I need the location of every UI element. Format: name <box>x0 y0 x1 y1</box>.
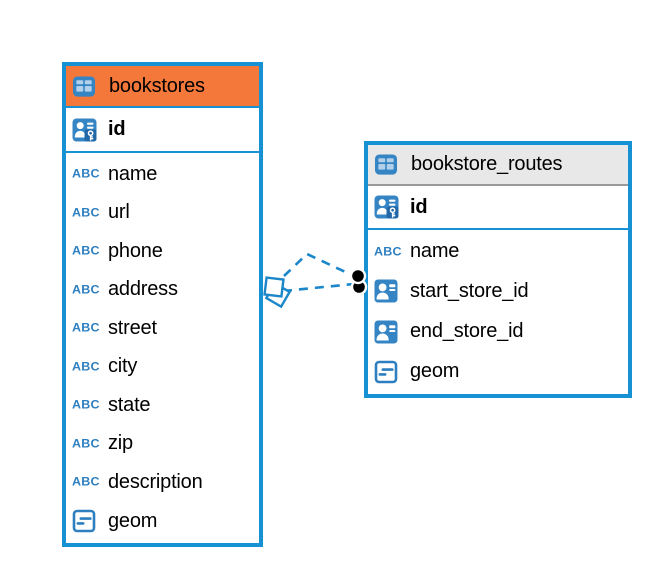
table-icon <box>72 75 100 98</box>
abc-icon: ABC <box>72 167 100 181</box>
column-row[interactable]: start_store_id <box>368 271 628 311</box>
abc-icon: ABC <box>72 206 100 220</box>
primary-key-row[interactable]: id <box>368 186 628 230</box>
column-row[interactable]: ABC url <box>66 194 259 233</box>
column-name: address <box>108 278 178 301</box>
primary-key-row[interactable]: id <box>66 108 259 153</box>
table-name: bookstores <box>109 74 205 97</box>
column-name: name <box>410 240 460 263</box>
column-name: description <box>108 470 203 493</box>
column-name: street <box>108 316 157 339</box>
abc-icon: ABC <box>72 437 100 451</box>
column-name: url <box>108 201 130 224</box>
abc-icon: ABC <box>72 244 100 258</box>
column-row[interactable]: ABC state <box>66 386 259 425</box>
abc-icon: ABC <box>72 475 100 489</box>
table-icon <box>374 153 402 176</box>
column-row[interactable]: ABC name <box>66 155 259 194</box>
abc-icon: ABC <box>72 283 100 297</box>
relationship-line-upper[interactable] <box>283 252 355 278</box>
column-name: zip <box>108 432 133 455</box>
abc-icon: ABC <box>72 360 100 374</box>
abc-icon: ABC <box>374 245 402 259</box>
column-name: name <box>108 162 158 185</box>
column-name: start_store_id <box>410 279 529 302</box>
primary-key-name: id <box>108 118 126 140</box>
geometry-icon <box>72 509 100 533</box>
primary-key-icon <box>72 118 100 142</box>
table-header[interactable]: bookstores <box>66 66 259 108</box>
table-bookstore-routes[interactable]: bookstore_routes id ABC name start_store_i… <box>364 141 632 398</box>
column-name: geom <box>410 360 460 383</box>
abc-icon: ABC <box>72 321 100 335</box>
column-name: end_store_id <box>410 320 524 343</box>
primary-key-name: id <box>410 195 428 218</box>
column-row[interactable]: end_store_id <box>368 312 628 352</box>
column-row[interactable]: ABC city <box>66 348 259 387</box>
table-header[interactable]: bookstore_routes <box>368 145 628 186</box>
table-name: bookstore_routes <box>411 153 563 175</box>
abc-icon: ABC <box>72 398 100 412</box>
column-row[interactable]: ABC phone <box>66 232 259 271</box>
column-name: phone <box>108 239 163 262</box>
primary-key-icon <box>374 195 402 219</box>
column-name: city <box>108 355 138 378</box>
column-row[interactable]: geom <box>66 502 259 542</box>
relationship-line-lower[interactable] <box>282 282 355 293</box>
geometry-icon <box>374 360 402 384</box>
foreign-key-icon <box>374 279 402 303</box>
column-row[interactable]: ABC description <box>66 463 259 502</box>
column-row[interactable]: ABC zip <box>66 425 259 464</box>
column-row[interactable]: geom <box>368 352 628 392</box>
foreign-key-icon <box>374 320 402 344</box>
column-name: state <box>108 393 151 416</box>
column-row[interactable]: ABC address <box>66 271 259 310</box>
relationship-source-marker <box>263 276 292 309</box>
column-row[interactable]: ABC name <box>368 232 628 271</box>
column-name: geom <box>108 509 158 532</box>
column-row[interactable]: ABC street <box>66 309 259 348</box>
